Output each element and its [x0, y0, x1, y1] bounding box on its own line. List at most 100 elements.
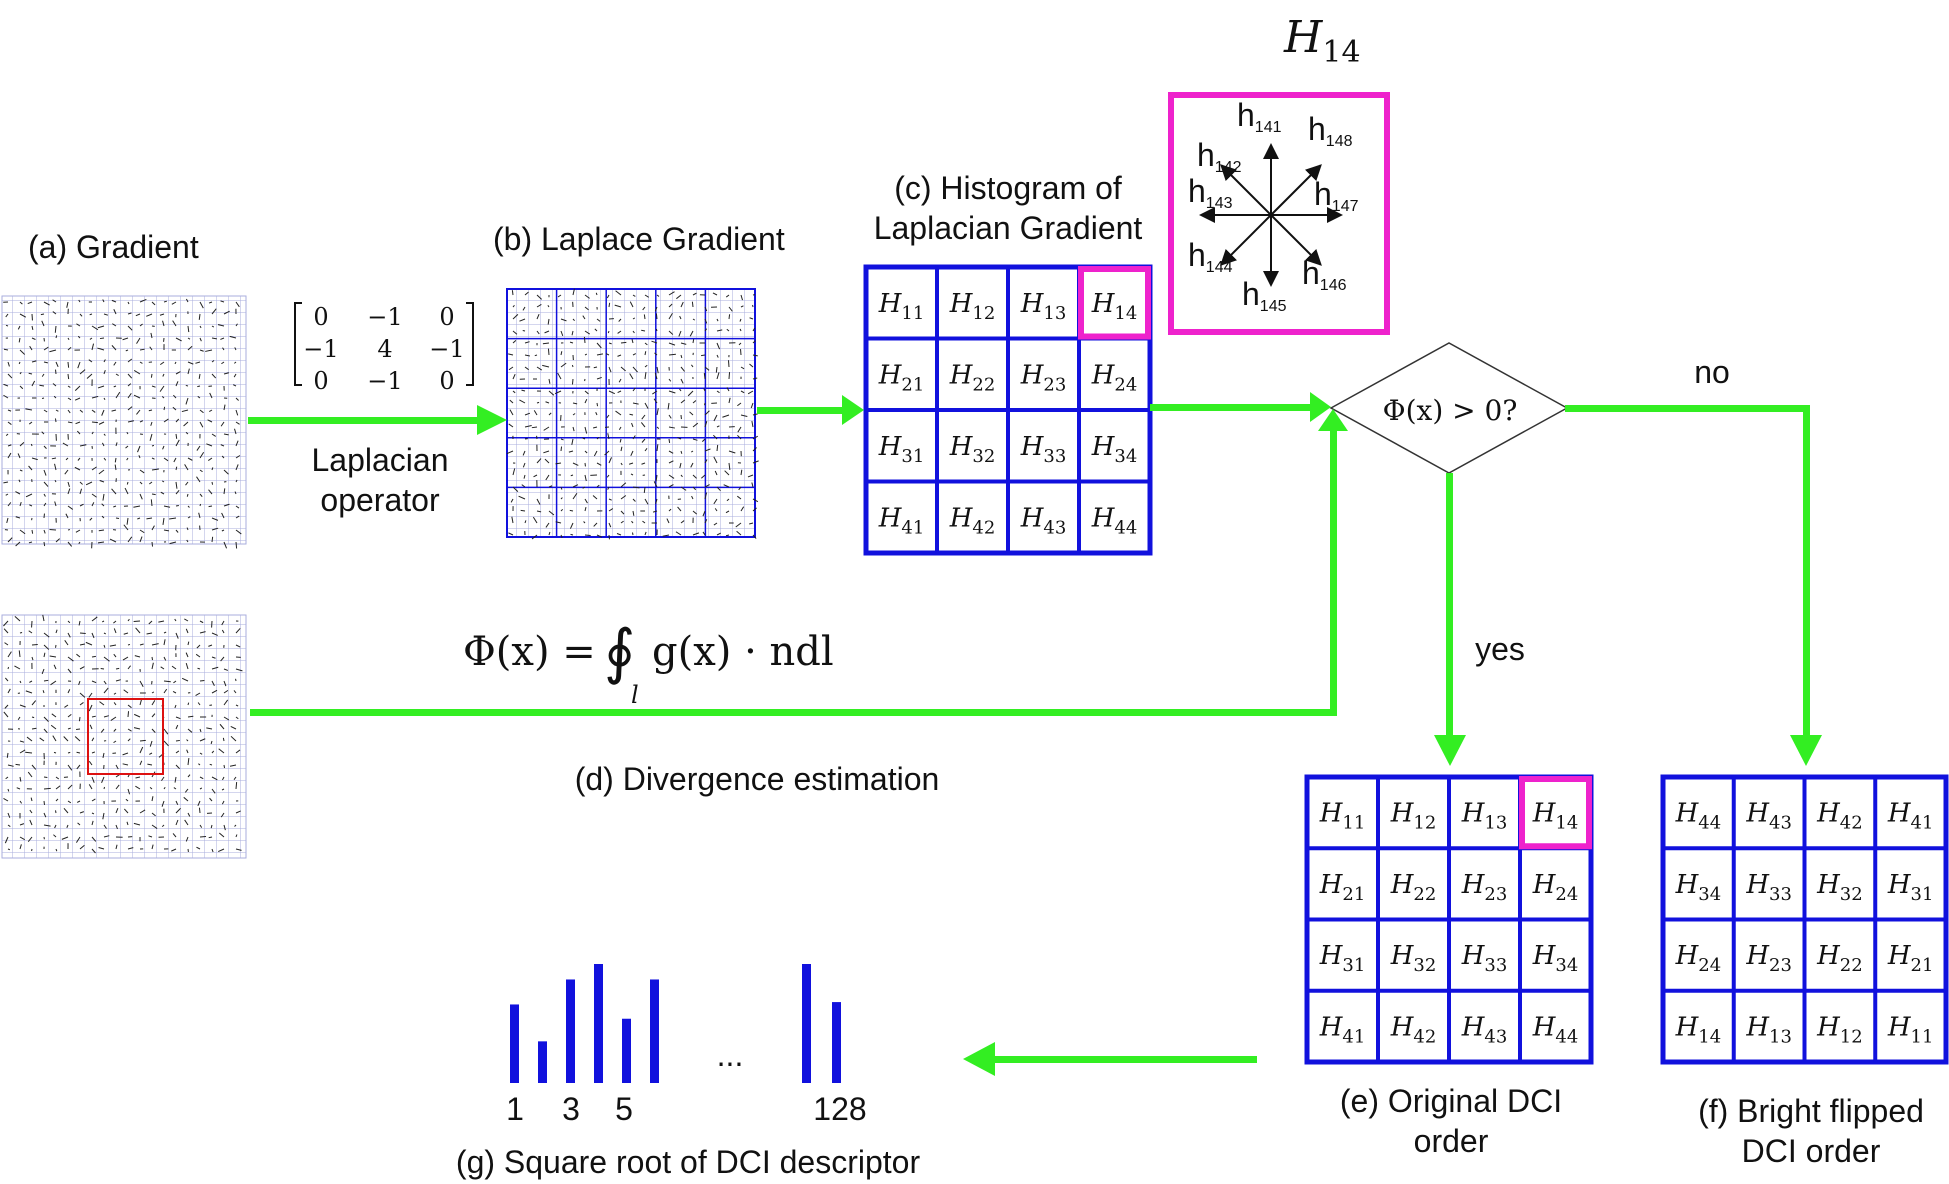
grid-cell-label: H33	[1745, 870, 1792, 905]
bin-label-3: 3	[562, 1091, 580, 1127]
grid-cell-label: H41	[1319, 1012, 1366, 1047]
matrix-entry: 0	[439, 367, 454, 395]
grid-cell-label: H34	[1532, 941, 1579, 976]
laplacian-operator-label-line2: operator	[320, 482, 440, 518]
grid-cell-label: H13	[1461, 799, 1508, 834]
grid-cell-label: H44	[1091, 503, 1138, 538]
laplace-gradient-label: (b) Laplace Gradient	[493, 221, 785, 257]
grid-cell-label: H11	[1887, 1012, 1934, 1047]
gradient-vectors	[3, 298, 242, 549]
histogram-label-line1: (c) Histogram of	[894, 170, 1122, 206]
svg-text:∮: ∮	[604, 617, 635, 687]
matrix-entry: 4	[377, 335, 392, 363]
grid-cell-label: H33	[1020, 432, 1067, 467]
bin-label-5: 5	[615, 1091, 633, 1127]
direction-label: h143	[1188, 173, 1233, 212]
descriptor-bar	[622, 1018, 631, 1083]
grid-cell-label: H11	[878, 289, 925, 324]
descriptor-bar	[538, 1041, 547, 1083]
grid-cell-label: H42	[1390, 1012, 1437, 1047]
grid-cell-label: H24	[1091, 360, 1138, 395]
arrow-decision-yes-to-original	[1434, 473, 1466, 766]
descriptor-bar	[594, 964, 603, 1083]
grid-cell-label: H31	[1319, 941, 1366, 976]
matrix-entry: 0	[439, 303, 454, 331]
laplace-gradient-panel	[506, 288, 759, 540]
descriptor-bars	[510, 964, 841, 1083]
decision-condition: Φ(x) > 0?	[1383, 394, 1518, 427]
descriptor-bar	[832, 1002, 841, 1083]
grid-cell-label: H22	[1390, 870, 1437, 905]
grid-cell-label: H11	[1319, 799, 1366, 834]
bin-label-128: 128	[813, 1091, 866, 1127]
grid-cell-label: H32	[1390, 941, 1437, 976]
grid-cell-label: H12	[1816, 1012, 1863, 1047]
arrow-original-to-descriptor	[963, 1042, 1257, 1076]
arrow-histogram-to-decision	[1150, 392, 1331, 422]
matrix-entry: −1	[303, 335, 338, 363]
grid-cell-label: H31	[1887, 870, 1934, 905]
h14-title: H14	[1283, 12, 1361, 70]
grid-cell-label: H31	[878, 432, 925, 467]
grid-cell-label: H41	[1887, 799, 1934, 834]
grid-cell-label: H12	[1390, 799, 1437, 834]
grid-cell-label: H22	[1816, 941, 1863, 976]
grid-cell-label: H13	[1020, 289, 1067, 324]
flipped-order-label-line1: (f) Bright flipped	[1698, 1093, 1924, 1129]
arrow-laplace-to-histogram	[757, 395, 864, 425]
direction-label: h147	[1314, 176, 1359, 215]
h14-highlight	[1519, 776, 1592, 850]
grid-cell-label: H43	[1461, 1012, 1508, 1047]
h14-highlight	[1078, 266, 1151, 340]
grid-cell-label: H32	[1816, 870, 1863, 905]
matrix-entry: −1	[367, 367, 402, 395]
grid-cell-label: H14	[1091, 289, 1138, 324]
grid-cell-label: H41	[878, 503, 925, 538]
grid-cell-label: H23	[1020, 360, 1067, 395]
bars-ellipsis: ...	[717, 1037, 744, 1073]
matrix-entry: 0	[313, 367, 328, 395]
bin-label-1: 1	[506, 1091, 524, 1127]
direction-label: h142	[1197, 137, 1242, 176]
descriptor-bar	[566, 979, 575, 1083]
no-label: no	[1694, 354, 1730, 390]
arrow-decision-no-to-flipped	[1565, 405, 1822, 766]
direction-label: h141	[1237, 97, 1282, 136]
arrow-divergence-to-decision	[250, 409, 1348, 716]
gradient-field-panel	[1, 295, 247, 549]
grid-cell-label: H43	[1020, 503, 1067, 538]
direction-label: h144	[1188, 237, 1233, 276]
grid-cell-label: H34	[1091, 432, 1138, 467]
grid-cell-label: H22	[949, 360, 996, 395]
yes-label: yes	[1475, 631, 1525, 667]
grid-cell-label: H21	[878, 360, 925, 395]
grid-cell-label: H21	[1319, 870, 1366, 905]
grid-cell-label: H21	[1887, 941, 1934, 976]
grid-cell-label: H32	[949, 432, 996, 467]
grid-cell-label: H33	[1461, 941, 1508, 976]
grid-cell-label: H24	[1675, 941, 1722, 976]
grid-cell-label: H13	[1745, 1012, 1792, 1047]
svg-text:g(x) · ndl: g(x) · ndl	[652, 629, 834, 675]
laplace-gradient-vectors	[506, 288, 759, 540]
descriptor-bar	[510, 1004, 519, 1083]
flipped-order-label-line2: DCI order	[1742, 1133, 1881, 1169]
original-order-label-line2: order	[1414, 1123, 1489, 1159]
svg-text:l: l	[631, 681, 639, 709]
h14-detail-box	[1168, 92, 1390, 335]
divergence-field-panel	[1, 614, 247, 859]
grid-cell-label: H34	[1675, 870, 1722, 905]
direction-label: h146	[1302, 255, 1347, 294]
descriptor-label: (g) Square root of DCI descriptor	[456, 1144, 921, 1180]
grid-cell-label: H12	[949, 289, 996, 324]
grid-cell-label: H42	[1816, 799, 1863, 834]
histogram-label-line2: Laplacian Gradient	[874, 210, 1143, 246]
svg-text:Φ(x) =: Φ(x) =	[463, 629, 596, 675]
divergence-formula: Φ(x) = ∮ l g(x) · ndl	[463, 617, 834, 709]
direction-label: h148	[1308, 111, 1353, 150]
matrix-entry: −1	[429, 335, 464, 363]
divergence-vectors	[3, 614, 243, 854]
